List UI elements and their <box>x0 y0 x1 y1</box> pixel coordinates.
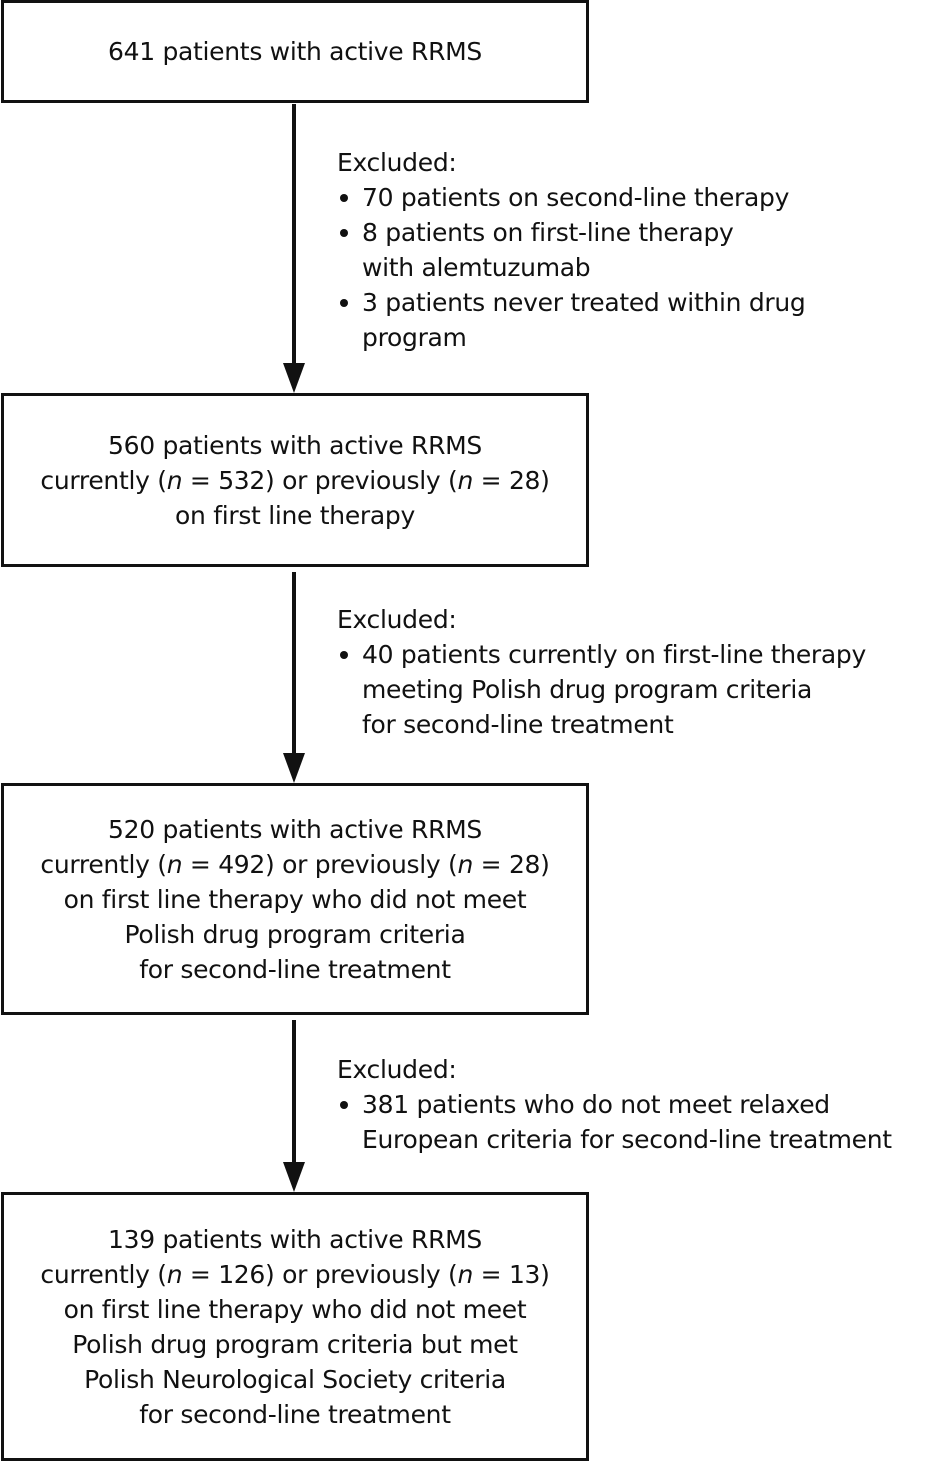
exclusion-item-text: 40 patients currently on first-line ther… <box>362 640 866 739</box>
box-text-line: 560 patients with active RRMS <box>108 428 482 463</box>
box-text-line: for second-line treatment <box>139 952 451 987</box>
text-segment: 641 patients with active RRMS <box>107 37 482 66</box>
exclusion-note: Excluded: 40 patients currently on first-… <box>337 602 866 742</box>
bullet-icon <box>340 194 348 202</box>
exclusion-item-text: 3 patients never treated within drug pro… <box>362 288 806 352</box>
bullet-icon <box>340 229 348 237</box>
box-text-line: 139 patients with active RRMS <box>108 1222 482 1257</box>
text-segment: 520 patients with active RRMS <box>107 814 482 844</box>
box-text-line: Polish Neurological Society criteria <box>84 1362 506 1397</box>
text-segment: Polish drug program criteria but met <box>72 1329 518 1359</box>
text-segment: Polish drug program criteria <box>124 919 466 949</box>
text-segment: = 126) or previously ( <box>182 1259 458 1289</box>
text-segment: Polish Neurological Society criteria <box>84 1364 506 1394</box>
text-segment: = 28) <box>473 849 550 879</box>
box-text-line: Polish drug program criteria <box>125 917 466 952</box>
box-text-line: currently (n = 532) or previously (n = 2… <box>40 463 550 498</box>
exclusion-note: Excluded: 70 patients on second-line ther… <box>337 145 806 355</box>
text-segment: = 532) or previously ( <box>182 465 458 495</box>
box-text-line: on first line therapy who did not meet <box>64 1292 527 1327</box>
text-segment: on first line therapy who did not meet <box>63 1294 527 1324</box>
box-text-line: for second-line treatment <box>139 1397 451 1432</box>
text-segment: 560 patients with active RRMS <box>107 430 482 460</box>
text-segment: for second-line treatment <box>139 1399 451 1429</box>
text-segment: = 28) <box>473 465 550 495</box>
exclusion-item-text: 8 patients on first-line therapy with al… <box>362 218 734 282</box>
exclusion-title: Excluded: <box>337 1055 457 1084</box>
n-symbol: n <box>457 849 474 879</box>
box-text-line: currently (n = 126) or previously (n = 1… <box>40 1257 550 1292</box>
text-segment: currently ( <box>40 849 167 879</box>
n-symbol: n <box>457 465 474 495</box>
exclusion-item: 8 patients on first-line therapy with al… <box>337 215 806 285</box>
n-symbol: n <box>457 1259 474 1289</box>
n-symbol: n <box>166 849 183 879</box>
flow-arrow-line <box>292 1020 296 1167</box>
text-segment: on first line therapy who did not meet <box>63 884 527 914</box>
text-segment: for second-line treatment <box>139 954 451 984</box>
exclusion-item: 381 patients who do not meet relaxed Eur… <box>337 1087 892 1157</box>
arrow-head-icon <box>283 753 305 783</box>
arrow-head-icon <box>283 363 305 393</box>
total-patients-box: 641 patients with active RRMS <box>1 0 589 103</box>
bullet-icon <box>340 651 348 659</box>
text-segment: = 13) <box>473 1259 550 1289</box>
exclusion-title: Excluded: <box>337 148 457 177</box>
arrow-head-icon <box>283 1162 305 1192</box>
flow-arrow-line <box>292 104 296 368</box>
box-text-line: Polish drug program criteria but met <box>72 1327 518 1362</box>
exclusion-title: Excluded: <box>337 605 457 634</box>
box-text-line: on first line therapy <box>175 498 415 533</box>
text-segment: = 492) or previously ( <box>182 849 458 879</box>
n-symbol: n <box>166 1259 183 1289</box>
box-text-line: 520 patients with active RRMS <box>108 812 482 847</box>
flow-arrow-line <box>292 572 296 758</box>
text-segment: currently ( <box>40 1259 167 1289</box>
box-text-line: 641 patients with active RRMS <box>108 34 482 69</box>
text-segment: 139 patients with active RRMS <box>107 1224 482 1254</box>
bullet-icon <box>340 1101 348 1109</box>
box-text-line: on first line therapy who did not meet <box>64 882 527 917</box>
text-segment: on first line therapy <box>175 500 415 530</box>
exclusion-item-text: 70 patients on second-line therapy <box>362 183 790 212</box>
exclusion-item: 3 patients never treated within drug pro… <box>337 285 806 355</box>
exclusion-note: Excluded: 381 patients who do not meet re… <box>337 1052 892 1157</box>
n-symbol: n <box>166 465 183 495</box>
exclusion-item: 40 patients currently on first-line ther… <box>337 637 866 742</box>
exclusion-item: 70 patients on second-line therapy <box>337 180 806 215</box>
exclusion-item-text: 381 patients who do not meet relaxed Eur… <box>362 1090 892 1154</box>
box-text-line: currently (n = 492) or previously (n = 2… <box>40 847 550 882</box>
bullet-icon <box>340 299 348 307</box>
text-segment: currently ( <box>40 465 167 495</box>
